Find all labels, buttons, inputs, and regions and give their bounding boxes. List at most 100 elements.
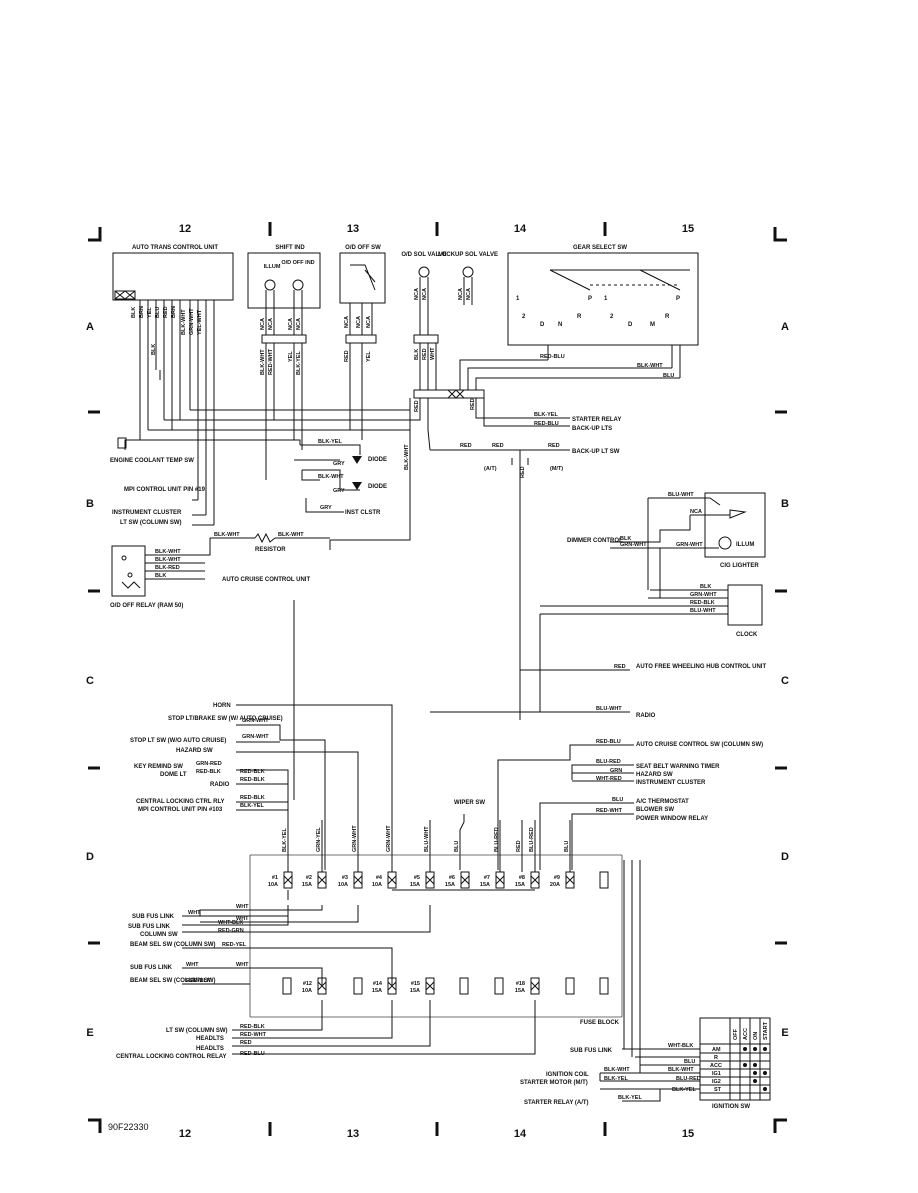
svg-text:BACK-UP LT SW: BACK-UP LT SW <box>572 449 620 455</box>
svg-text:BLU: BLU <box>684 1059 695 1065</box>
fuse-wire-label: BLU-RED <box>494 827 500 852</box>
svg-text:BLK-WHT: BLK-WHT <box>668 1067 694 1073</box>
lockup-sol-valve-icon <box>462 266 474 278</box>
svg-text:RED-BLU: RED-BLU <box>596 739 621 745</box>
fuses-top: #110A#215A#310A#410A#515A#615A#715A#815A… <box>268 871 575 889</box>
svg-text:STOP LT/BRAKE SW (W/ AUTO CRUI: STOP LT/BRAKE SW (W/ AUTO CRUISE) <box>168 716 283 722</box>
row-b-right: B <box>781 498 789 510</box>
row-e-left: E <box>86 1027 93 1039</box>
svg-text:BLK-WHT: BLK-WHT <box>318 474 344 480</box>
svg-text:RED-BLU: RED-BLU <box>534 421 559 427</box>
fuse-wire-label: BLU-RED <box>529 827 535 852</box>
svg-text:SUB FUS LINK: SUB FUS LINK <box>132 914 175 920</box>
svg-text:BLK-YEL: BLK-YEL <box>618 1095 642 1101</box>
svg-text:RED: RED <box>163 306 169 318</box>
svg-text:MPI CONTROL UNIT PIN #19: MPI CONTROL UNIT PIN #19 <box>124 487 206 493</box>
col-14-bottom: 14 <box>514 1128 527 1140</box>
svg-text:P: P <box>676 296 680 302</box>
svg-text:LT SW (COLUMN SW): LT SW (COLUMN SW) <box>166 1028 228 1034</box>
svg-text:GRN-WHT: GRN-WHT <box>690 592 717 598</box>
svg-text:BLU: BLU <box>663 373 674 379</box>
svg-text:BLK-WHT: BLK-WHT <box>181 309 187 335</box>
svg-text:ON: ON <box>753 1032 759 1040</box>
fuse-rating: 15A <box>302 882 312 888</box>
auto-trans-control-unit: AUTO TRANS CONTROL UNIT <box>112 245 234 525</box>
svg-text:BEAM SEL SW (COLUMN SW): BEAM SEL SW (COLUMN SW) <box>130 978 216 984</box>
svg-text:BLK-WHT: BLK-WHT <box>404 444 410 470</box>
svg-text:SUB FUS LINK: SUB FUS LINK <box>128 924 171 930</box>
fuse-rating: 15A <box>445 882 455 888</box>
svg-text:HEADLTS: HEADLTS <box>196 1046 224 1052</box>
svg-text:A/C THERMOSTAT: A/C THERMOSTAT <box>636 799 689 805</box>
svg-text:MPI CONTROL UNIT PIN #103: MPI CONTROL UNIT PIN #103 <box>138 807 223 813</box>
svg-text:BLU-RED: BLU-RED <box>676 1076 701 1082</box>
shift-indicator: SHIFT IND ILLUM O/D OFF IND <box>247 245 321 480</box>
svg-text:ILLUM: ILLUM <box>264 264 281 270</box>
svg-text:RED-GRN: RED-GRN <box>218 928 244 934</box>
col-12-bottom: 12 <box>179 1128 191 1140</box>
svg-text:AM: AM <box>712 1047 721 1053</box>
svg-text:BLK-YEL: BLK-YEL <box>604 1076 628 1082</box>
svg-text:BLK-WHT: BLK-WHT <box>214 532 240 538</box>
svg-text:GRN-WHT: GRN-WHT <box>676 542 703 548</box>
svg-text:BLK-YEL: BLK-YEL <box>318 439 342 445</box>
svg-text:GRY: GRY <box>333 461 345 467</box>
fuse-number: #9 <box>554 875 560 881</box>
od-sol-valve-icon <box>418 266 430 278</box>
svg-text:O/D OFF SW: O/D OFF SW <box>345 245 381 251</box>
svg-text:AUTO CRUISE CONTROL UNIT: AUTO CRUISE CONTROL UNIT <box>222 577 310 583</box>
svg-text:BRN: BRN <box>171 306 177 318</box>
svg-text:YEL-WHT: YEL-WHT <box>197 309 203 335</box>
solenoid-valves: O/D SOL VALVE LOCKUP SOL VALVE <box>401 252 498 390</box>
svg-text:GRY: GRY <box>333 488 345 494</box>
fuse-rating: 10A <box>372 882 382 888</box>
fuse-number: #8 <box>519 875 525 881</box>
svg-text:WHT: WHT <box>186 962 199 968</box>
fuse-rating: 10A <box>338 882 348 888</box>
svg-text:O/D OFF IND: O/D OFF IND <box>281 260 314 266</box>
svg-text:LOCKUP SOL VALVE: LOCKUP SOL VALVE <box>438 252 498 258</box>
svg-text:GRY: GRY <box>320 505 332 511</box>
svg-text:BLK-YEL: BLK-YEL <box>534 412 558 418</box>
atcu-label: AUTO TRANS CONTROL UNIT <box>132 245 218 251</box>
svg-text:HAZARD SW: HAZARD SW <box>636 772 673 778</box>
svg-text:ST: ST <box>714 1087 722 1093</box>
svg-text:WIPER SW: WIPER SW <box>454 800 485 806</box>
svg-text:GRN-RED: GRN-RED <box>196 761 222 767</box>
svg-text:NCA: NCA <box>268 318 274 330</box>
svg-text:RESISTOR: RESISTOR <box>255 547 286 553</box>
svg-text:SUB FUS LINK: SUB FUS LINK <box>130 965 173 971</box>
svg-text:NCA: NCA <box>366 316 372 328</box>
diode-2-icon <box>352 482 362 490</box>
svg-text:BLK-WHT: BLK-WHT <box>637 363 663 369</box>
clock: BLK GRN-WHT RED-BLK BLU-WHT CLOCK <box>540 498 763 638</box>
svg-text:GRN-WHT: GRN-WHT <box>620 542 647 548</box>
svg-text:BLK: BLK <box>151 344 157 355</box>
col-12-top: 12 <box>179 223 191 235</box>
svg-text:WHT-RED: WHT-RED <box>596 776 622 782</box>
svg-text:RED-BLK: RED-BLK <box>186 978 211 984</box>
svg-text:RED-BLK: RED-BLK <box>240 795 265 801</box>
svg-text:BLK: BLK <box>131 307 137 318</box>
svg-text:RED-BLK: RED-BLK <box>240 1024 265 1030</box>
col-13-bottom: 13 <box>347 1128 359 1140</box>
svg-text:NCA: NCA <box>690 509 702 515</box>
fuse-wire-label: BLU-WHT <box>424 826 430 852</box>
svg-text:RADIO: RADIO <box>210 782 230 788</box>
svg-text:GEAR SELECT SW: GEAR SELECT SW <box>573 245 627 251</box>
fuse-wire-label: BLU <box>564 841 570 852</box>
row-e-right: E <box>781 1027 788 1039</box>
svg-text:GRN: GRN <box>610 768 622 774</box>
fuse-wire-label: GRN-WHT <box>352 825 358 852</box>
svg-text:HAZARD SW: HAZARD SW <box>176 748 213 754</box>
svg-text:D: D <box>628 322 633 328</box>
diode-1-icon <box>352 456 362 464</box>
svg-text:RED-BLK: RED-BLK <box>690 600 715 606</box>
svg-text:RED: RED <box>460 443 472 449</box>
